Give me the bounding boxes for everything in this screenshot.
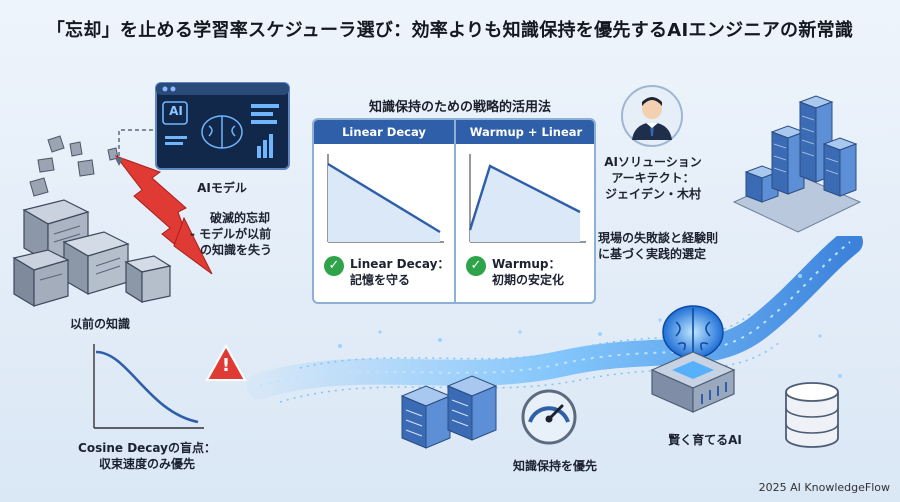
linear-decay-benefit-line1: Linear Decay： bbox=[350, 257, 450, 271]
practice-caption: 現場の失敗談と経験則 に基づく実践的選定 bbox=[598, 230, 748, 262]
ai-model-label: AIモデル bbox=[197, 181, 247, 195]
forgetting-line3: の知識を失う bbox=[200, 243, 273, 258]
practice-line1: 現場の失敗談と経験則 bbox=[598, 231, 719, 245]
architect-line1: AIソリューション bbox=[604, 155, 702, 169]
database-icon bbox=[785, 382, 839, 448]
footer-credit: 2025 AI KnowledgeFlow bbox=[758, 481, 890, 494]
dashed-connector bbox=[115, 129, 153, 166]
check-icon: ✓ bbox=[324, 256, 344, 276]
falling-arrow-icon bbox=[114, 154, 213, 275]
server-stack-illustration bbox=[400, 375, 498, 449]
gauge-icon bbox=[521, 389, 577, 445]
warning-icon bbox=[205, 344, 247, 381]
architect-line2: アーキテクト： bbox=[611, 171, 695, 186]
cosine-caption: Cosine Decayの盲点： 収束速度のみ優先 bbox=[62, 440, 232, 472]
prior-knowledge-label: 以前の知識 bbox=[69, 317, 130, 331]
warning-symbol: ! bbox=[221, 355, 231, 376]
ai-screen-text: AI bbox=[169, 104, 183, 118]
panel-divider bbox=[454, 120, 456, 302]
page-title: 「忘却」を止める学習率スケジューラ選び：効率よりも知識保持を優先するAIエンジニ… bbox=[46, 20, 854, 41]
cosine-line2: 収束速度のみ優先 bbox=[98, 457, 195, 472]
ai-model-window bbox=[155, 82, 290, 170]
warmup-benefit-line1: Warmup： bbox=[492, 257, 561, 271]
architect-line3: ジェイデン・木村 bbox=[604, 187, 701, 202]
strategy-heading: 知識保持のための戦略的活用法 bbox=[368, 100, 551, 115]
retention-label: 知識保持を優先 bbox=[512, 459, 597, 473]
linear-decay-benefit: ✓ Linear Decay： 記憶を守る bbox=[324, 256, 449, 288]
wise-ai-label: 賢く育てるAI bbox=[668, 433, 742, 447]
check-icon: ✓ bbox=[466, 256, 486, 276]
architect-caption: AIソリューション アーキテクト： ジェイデン・木村 bbox=[598, 154, 708, 203]
data-city-illustration bbox=[732, 95, 862, 233]
warmup-benefit: ✓ Warmup： 初期の安定化 bbox=[466, 256, 564, 288]
forgetting-line1: 破滅的忘却 bbox=[210, 211, 271, 225]
forgetting-line2: - モデルが以前 bbox=[190, 227, 272, 242]
architect-avatar bbox=[621, 85, 683, 147]
warmup-linear-decay-chart bbox=[468, 154, 586, 243]
linear-decay-benefit-line2: 記憶を守る bbox=[350, 273, 411, 288]
linear-decay-chart bbox=[327, 154, 444, 243]
cosine-decay-chart bbox=[93, 344, 204, 429]
ai-chip-illustration bbox=[650, 305, 736, 413]
warmup-linear-decay-header: Warmup + Linear Decay bbox=[456, 120, 594, 163]
practice-line2: に基づく実践的選定 bbox=[598, 247, 707, 262]
warmup-benefit-line2: 初期の安定化 bbox=[492, 273, 565, 288]
strategy-panel: Linear Decay Warmup + Linear Decay ✓ Lin… bbox=[312, 118, 596, 304]
crumbling-blocks-illustration bbox=[12, 135, 172, 308]
forgetting-caption: 破滅的忘却 - モデルが以前 の知識を失う bbox=[190, 210, 300, 259]
cosine-line1: Cosine Decayの盲点： bbox=[78, 441, 216, 455]
linear-decay-header: Linear Decay bbox=[314, 120, 454, 144]
